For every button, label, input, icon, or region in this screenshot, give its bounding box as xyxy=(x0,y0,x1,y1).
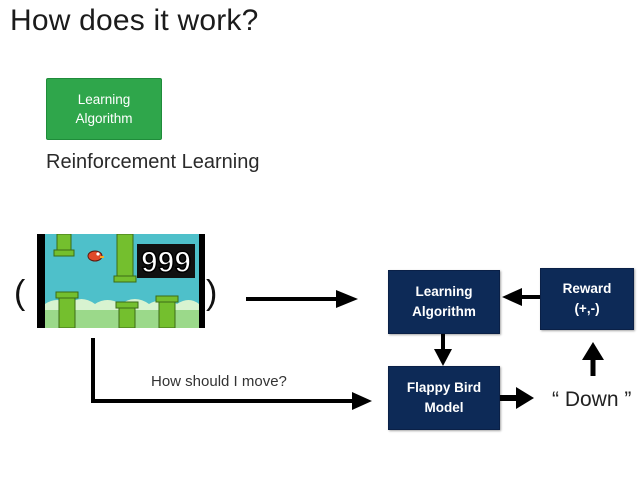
flappy-bird-model-box: Flappy Bird Model xyxy=(388,366,500,430)
reinforcement-learning-label: Reinforcement Learning xyxy=(46,151,260,173)
down-output-label: “ Down ” xyxy=(552,388,632,411)
arrow-down-icon xyxy=(434,333,452,366)
flappy-bird-scene: 999 xyxy=(45,234,199,328)
arrow-left-icon xyxy=(502,288,540,306)
arrow-output-icon xyxy=(500,387,534,409)
learning-box-line2: Algorithm xyxy=(412,304,476,319)
green-box-line2: Algorithm xyxy=(75,111,133,126)
how-should-i-move-label: How should I move? xyxy=(151,373,287,390)
model-box-line1: Flappy Bird xyxy=(406,380,482,395)
game-score: 999 xyxy=(141,246,191,279)
learning-box-line1: Learning xyxy=(415,284,473,299)
reward-box-line1: Reward xyxy=(562,281,612,296)
green-box-line1: Learning xyxy=(77,92,131,107)
reward-box-line2: (+,-) xyxy=(574,301,600,316)
reward-box: Reward (+,-) xyxy=(540,268,634,330)
arrow-elbow-icon xyxy=(91,338,372,410)
learning-algorithm-box: Learning Algorithm xyxy=(388,270,500,334)
paren-open: ( xyxy=(14,274,26,312)
page-title: How does it work? xyxy=(10,4,259,37)
arrow-right-icon xyxy=(246,290,358,308)
arrow-up-icon xyxy=(582,342,604,376)
paren-close: ) xyxy=(206,274,218,312)
model-box-line2: Model xyxy=(424,400,464,415)
flappy-bird-game-screenshot: 999 xyxy=(37,234,205,328)
learning-algorithm-green-box: Learning Algorithm xyxy=(46,78,162,140)
